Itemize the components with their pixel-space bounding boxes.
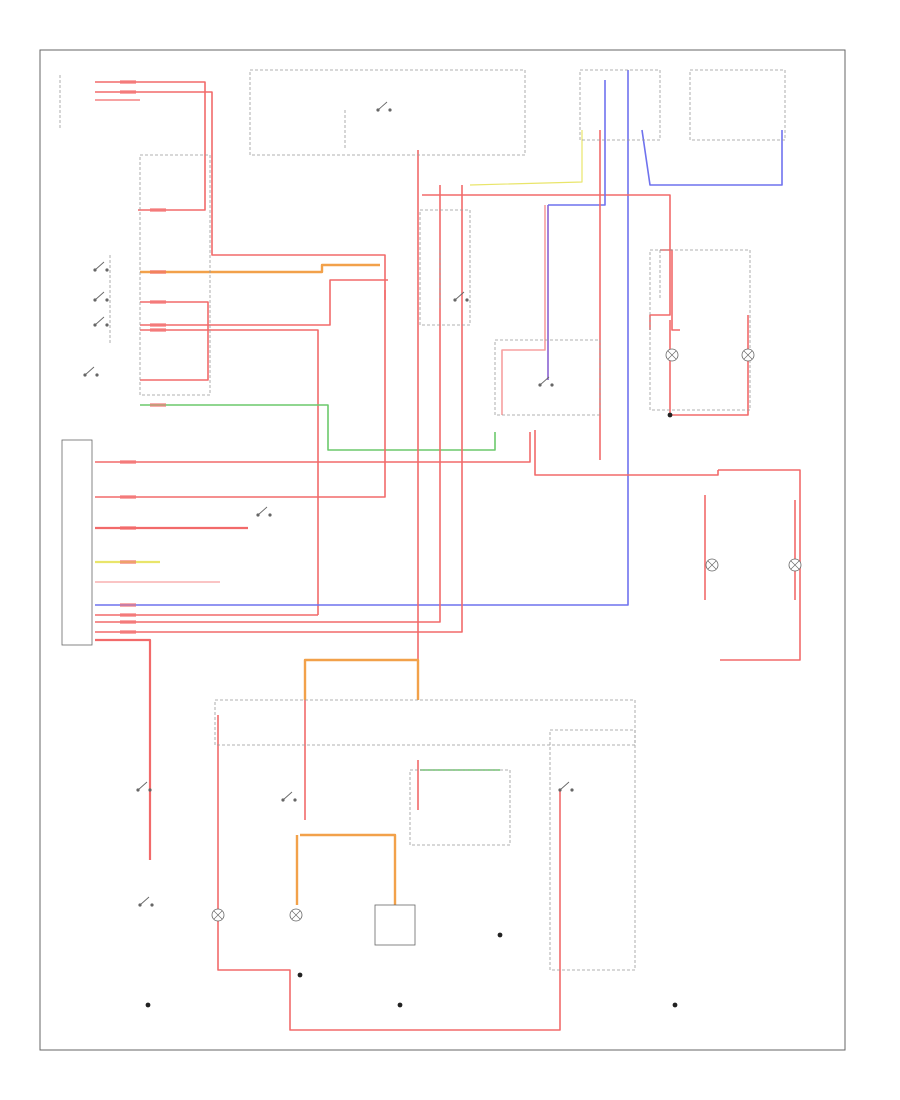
green-wire bbox=[140, 404, 496, 451]
blue-wire bbox=[641, 129, 783, 186]
hi-beam-indicator-switch-contact bbox=[148, 788, 152, 792]
red-wire bbox=[422, 194, 671, 330]
red-wire bbox=[95, 185, 441, 623]
wire-color-tag-7 bbox=[150, 328, 166, 332]
pink-wire bbox=[501, 205, 546, 415]
daytime-running-light-relay bbox=[419, 209, 471, 326]
wire-color-tag-13 bbox=[120, 603, 136, 607]
blue-wire bbox=[95, 70, 629, 606]
dimmer-relay bbox=[494, 339, 601, 416]
orange-wire bbox=[300, 833, 397, 905]
headlight-relay-switch bbox=[377, 101, 388, 111]
engine-oil-switch-contact bbox=[150, 903, 154, 907]
ground-point-4 bbox=[297, 972, 303, 978]
daytime-running-light-switch bbox=[559, 781, 570, 791]
ground-point-5 bbox=[497, 932, 503, 938]
wire-layer bbox=[95, 70, 801, 1031]
combination-switch-connector bbox=[61, 439, 93, 646]
headlight-dimmer-switch-assy bbox=[139, 154, 211, 396]
parking-brake-switch bbox=[257, 506, 268, 516]
ground-point-3 bbox=[672, 1002, 678, 1008]
dimmer-switch-high-contact bbox=[105, 298, 109, 302]
dimmer-switch-flash bbox=[94, 261, 105, 271]
wire-color-tag-16 bbox=[120, 630, 136, 634]
wire-color-tag-6 bbox=[150, 323, 166, 327]
wire-color-tag-14 bbox=[120, 613, 136, 617]
diagram-frame bbox=[39, 49, 846, 1051]
headlight-relay-switch-contact bbox=[388, 108, 392, 112]
wire-color-tag-5 bbox=[150, 300, 166, 304]
red-wire bbox=[669, 315, 749, 416]
daytime-relay-switch bbox=[454, 291, 465, 301]
engine-oil-switch bbox=[139, 896, 150, 906]
red-wire bbox=[95, 432, 531, 463]
red-wire bbox=[217, 715, 561, 1031]
wire-color-tag-12 bbox=[120, 560, 136, 564]
red-wire bbox=[534, 430, 719, 476]
red-wire bbox=[95, 290, 386, 498]
dimmer-relay-block-lower bbox=[214, 699, 636, 746]
orange-wire bbox=[303, 658, 420, 700]
wire-color-tag-11 bbox=[120, 526, 136, 530]
yellow-wire bbox=[469, 130, 583, 186]
right-headlight-bulb-filament bbox=[743, 350, 753, 360]
dimmer-switch-flash-contact bbox=[105, 268, 109, 272]
wire-color-tag-1 bbox=[120, 80, 136, 84]
wire-color-tag-9 bbox=[120, 460, 136, 464]
red-wire bbox=[95, 81, 206, 211]
wire-color-tag-4 bbox=[150, 270, 166, 274]
left-headlight-bulb-filament bbox=[667, 350, 677, 360]
red-wire bbox=[140, 279, 388, 326]
instrument-cluster bbox=[549, 729, 636, 971]
light-control-switch-contact bbox=[95, 373, 99, 377]
fuse-box-right bbox=[579, 69, 661, 141]
dimmer-relay-switch bbox=[539, 376, 550, 386]
daytime-running-light-relay-lower bbox=[409, 769, 511, 846]
red-wire bbox=[140, 329, 319, 615]
blue-wire bbox=[548, 80, 606, 206]
dimmer-relay-lower-switch bbox=[282, 791, 293, 801]
ground-point-2 bbox=[397, 1002, 403, 1008]
dimmer-relay-lower-switch-contact bbox=[293, 798, 297, 802]
ground-point-6 bbox=[667, 412, 673, 418]
fuse-relay-box-top bbox=[249, 69, 526, 156]
wire-color-tag-3 bbox=[150, 208, 166, 212]
wire-color-tag-15 bbox=[120, 620, 136, 624]
dimmer-relay-switch-contact bbox=[550, 383, 554, 387]
fuse-box-far-right bbox=[689, 69, 786, 141]
red-wire bbox=[140, 301, 209, 381]
headlight-group-upper bbox=[649, 249, 751, 411]
dimmer-switch-low bbox=[94, 316, 105, 326]
light-control-switch bbox=[84, 366, 95, 376]
red-wire bbox=[95, 185, 463, 633]
parking-brake-switch-contact bbox=[268, 513, 272, 517]
red-wire bbox=[95, 91, 386, 300]
left-parking-light-bulb-filament bbox=[707, 560, 717, 570]
wire-color-tag-2 bbox=[120, 90, 136, 94]
red-wire bbox=[95, 638, 152, 860]
red-wire bbox=[718, 469, 801, 661]
right-parking-light-bulb-filament bbox=[790, 560, 800, 570]
component-layer bbox=[59, 69, 802, 1008]
left-headlight-lower-bulb-filament bbox=[213, 910, 223, 920]
dimmer-switch-high bbox=[94, 291, 105, 301]
daytime-relay-switch-contact bbox=[465, 298, 469, 302]
wire-color-tag-8 bbox=[150, 403, 166, 407]
orange-wire bbox=[140, 263, 380, 274]
daytime-running-light-resistor bbox=[374, 904, 416, 946]
hi-beam-indicator-switch bbox=[137, 781, 148, 791]
wire-color-tag-10 bbox=[120, 495, 136, 499]
dimmer-switch-low-contact bbox=[105, 323, 109, 327]
daytime-running-light-switch-contact bbox=[570, 788, 574, 792]
ground-point-1 bbox=[145, 1002, 151, 1008]
right-headlight-lower-bulb-filament bbox=[291, 910, 301, 920]
